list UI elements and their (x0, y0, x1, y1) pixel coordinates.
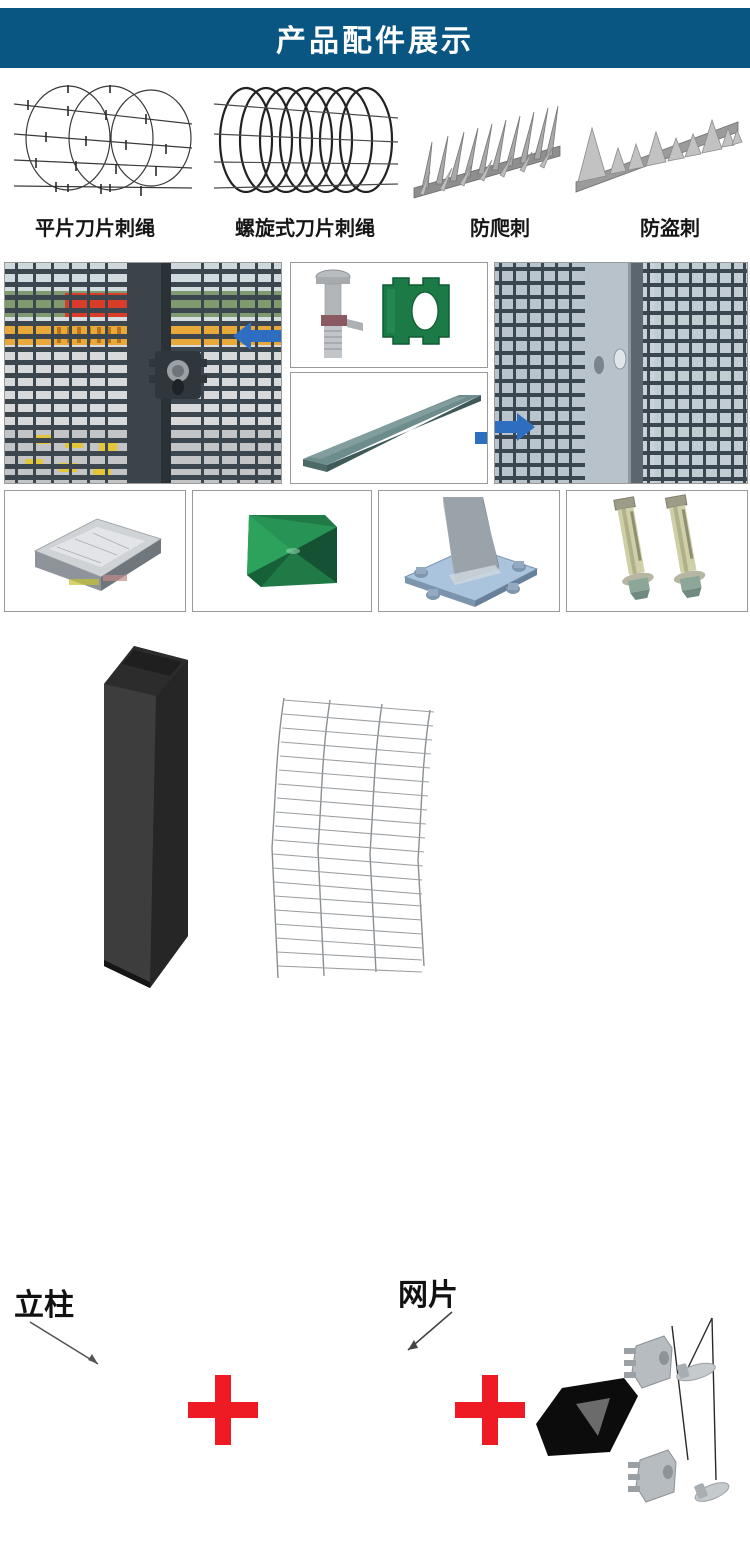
photo-panel-row (4, 262, 748, 484)
galvanized-post-cap (4, 490, 186, 612)
mesh-leader-line (407, 1311, 453, 1351)
label-flat-razor-wire: 平片刀片刺绳 (35, 216, 155, 240)
anti-climb-spikes-icon (408, 76, 568, 204)
anti-theft-spikes-icon (572, 76, 744, 204)
post-leader-line (29, 1321, 99, 1365)
plus-sign-1 (188, 1375, 258, 1445)
arrow-left-icon (233, 322, 281, 350)
label-anti-theft-spikes: 防盗刺 (640, 216, 700, 240)
arrow-right-icon (475, 432, 487, 444)
arrow-right-icon-2 (495, 413, 535, 441)
flat-steel-bar-photo (290, 372, 488, 484)
razor-wire-row (0, 76, 750, 246)
fence-mesh-with-post-photo (494, 262, 748, 484)
clamp-and-bolt-parts-icon (624, 1317, 730, 1503)
flat-razor-wire-coil-icon (6, 76, 196, 204)
parts-row (4, 490, 748, 612)
expansion-anchor-bolts (566, 490, 748, 612)
fence-panel-with-clamp-photo (4, 262, 282, 484)
plus-sign-2 (455, 1375, 525, 1445)
spiral-razor-wire-coil-icon (210, 76, 400, 204)
header-band: 产品配件展示 (0, 8, 750, 68)
label-spiral-razor-wire: 螺旋式刀片刺绳 (235, 216, 375, 240)
page-title: 产品配件展示 (276, 24, 474, 59)
post-base-plate (378, 490, 560, 612)
security-bolt-and-green-clamp-photo (290, 262, 488, 368)
green-post-cap (192, 490, 372, 612)
label-mesh: 网片 (398, 1278, 458, 1313)
label-anti-climb-spikes: 防爬刺 (470, 216, 530, 240)
product-accessories-poster: 产品配件展示 (0, 8, 750, 1503)
label-post: 立柱 (14, 1288, 74, 1323)
razor-wire-labels: 平片刀片刺绳 螺旋式刀片刺绳 防爬刺 防盗刺 (0, 212, 750, 246)
post-column-icon (104, 646, 188, 988)
mesh-panel-icon (271, 698, 435, 978)
assembly-row: 立柱 (0, 620, 750, 1503)
